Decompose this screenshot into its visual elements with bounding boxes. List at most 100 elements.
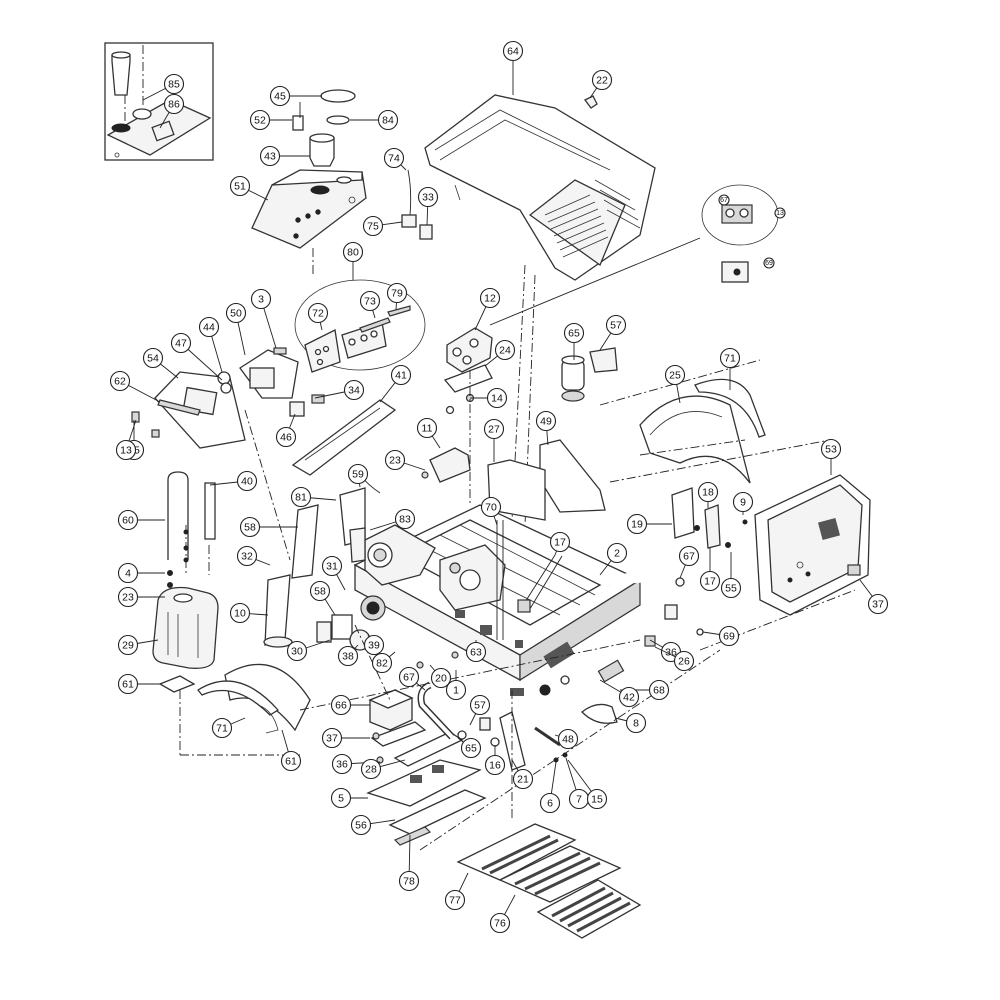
callout-label: 81	[295, 492, 307, 504]
callout-label: 60	[122, 515, 134, 527]
callout-bubble	[309, 580, 331, 602]
callout-label: 59	[352, 469, 364, 481]
callout-bubble	[229, 602, 251, 624]
callout-label: 64	[507, 46, 519, 58]
callout-bubble	[117, 673, 139, 695]
battery-group	[366, 689, 487, 846]
callout-label: 3	[258, 294, 264, 306]
control-panel-detail	[294, 279, 426, 373]
callout-bubble	[673, 650, 695, 672]
callout-bubble	[678, 545, 700, 567]
callout-bubble	[384, 449, 406, 471]
callout-bubble	[360, 758, 382, 780]
callout-bubble	[259, 145, 281, 167]
callout-label: 82	[376, 658, 388, 670]
callout-bubble	[290, 486, 312, 508]
callout-label: 28	[365, 764, 377, 776]
left-panels	[131, 347, 325, 561]
callout-label: 83	[399, 514, 411, 526]
callout-bubble	[625, 712, 647, 734]
callout-label: 21	[517, 774, 529, 786]
callout-label: 5	[338, 793, 344, 805]
callout-label: 12	[484, 293, 496, 305]
callout-bubble	[489, 912, 511, 934]
callout-bubble	[444, 889, 466, 911]
callout-label: 49	[540, 416, 552, 428]
callout-bubble	[236, 470, 258, 492]
callout-label: 79	[391, 288, 403, 300]
callout-bubble	[170, 332, 192, 354]
callout-label: 66	[335, 700, 347, 712]
callout-label: 11	[422, 423, 433, 435]
callout-bubble	[236, 545, 258, 567]
callout-bubble	[198, 316, 220, 338]
callout-label: 74	[388, 153, 400, 165]
callout-label: 84	[382, 115, 394, 127]
bracket-22	[584, 95, 598, 109]
floor-mat-46	[291, 399, 397, 476]
callout-label: 56	[355, 820, 367, 832]
callout-bubble	[820, 438, 842, 460]
engine-assembly	[316, 524, 506, 651]
upright-panels	[421, 439, 606, 521]
callout-bubble	[398, 666, 420, 688]
callout-label: 4	[125, 568, 131, 580]
callout-bubble	[720, 577, 742, 599]
callout-bubble	[430, 667, 452, 689]
callout-bubble	[362, 215, 384, 237]
callout-bubble	[416, 417, 438, 439]
callout-label: 19	[631, 519, 643, 531]
hydraulic-tank-group	[251, 89, 367, 275]
small-callout-label: 13	[776, 210, 784, 217]
callout-bubble	[229, 175, 251, 197]
callout-label: 10	[234, 608, 246, 620]
callout-bubble	[718, 625, 740, 647]
callout-label: 86	[168, 99, 180, 111]
callout-label: 38	[342, 651, 354, 663]
callout-bubble	[535, 410, 557, 432]
callout-label: 50	[230, 308, 242, 320]
callout-bubble	[502, 40, 524, 62]
callout-label: 9	[740, 497, 746, 509]
callout-bubble	[371, 652, 393, 674]
callout-label: 1	[453, 685, 459, 697]
callout-label: 77	[449, 895, 461, 907]
callout-label: 31	[326, 561, 338, 573]
callout-label: 23	[389, 455, 401, 467]
callout-bubble	[117, 562, 139, 584]
callout-bubble	[377, 109, 399, 131]
pipe-66	[416, 651, 500, 747]
callout-label: 42	[623, 692, 635, 704]
callout-bubble	[330, 694, 352, 716]
callout-label: 33	[422, 192, 434, 204]
callout-bubble	[109, 370, 131, 392]
engine-hood	[424, 94, 656, 526]
callout-label: 53	[825, 444, 837, 456]
callout-label: 58	[244, 522, 256, 534]
callout-bubble	[618, 686, 640, 708]
callout-bubble	[249, 109, 271, 131]
callout-label: 70	[485, 502, 497, 514]
steering-column	[263, 474, 381, 648]
callout-label: 85	[168, 79, 180, 91]
callout-label: 48	[562, 734, 574, 746]
callout-bubble	[465, 641, 487, 663]
callout-label: 76	[494, 918, 506, 930]
alignment-lines	[299, 359, 856, 851]
callout-bubble	[648, 679, 670, 701]
callout-label: 32	[241, 551, 253, 563]
callout-label: 78	[403, 876, 415, 888]
callout-bubble	[386, 282, 408, 304]
callout-label: 36	[665, 647, 677, 659]
callout-label: 75	[367, 221, 379, 233]
callout-bubble	[486, 387, 508, 409]
callout-bubble	[484, 754, 506, 776]
callout-label: 36	[336, 759, 348, 771]
callout-label: 26	[678, 656, 690, 668]
callout-bubble	[394, 508, 416, 530]
exhaust-pipe	[608, 571, 704, 647]
callout-bubble	[469, 694, 491, 716]
callout-bubble	[330, 787, 352, 809]
callout-bubble	[321, 555, 343, 577]
callout-bubble	[321, 727, 343, 749]
